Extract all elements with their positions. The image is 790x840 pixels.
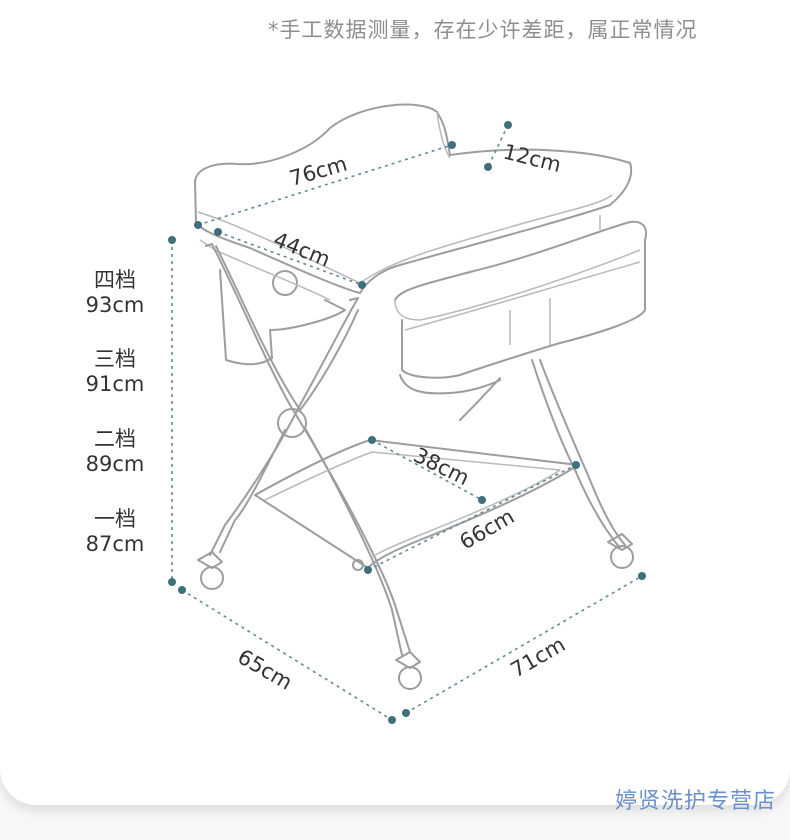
height-level-3-value: 91cm — [85, 372, 145, 396]
dimension-height — [168, 236, 176, 586]
dimension-rail-height: 12cm — [484, 121, 564, 177]
dim-label-top-length: 76cm — [287, 152, 350, 191]
dimension-top-width: 44cm — [214, 227, 366, 289]
dim-label-shelf-width: 38cm — [410, 443, 473, 490]
product-card — [0, 0, 790, 805]
height-level-1-value: 87cm — [85, 532, 145, 556]
height-level-3-name: 三档 — [94, 347, 136, 371]
height-level-2: 二档 89cm — [72, 427, 158, 477]
height-level-3: 三档 91cm — [72, 347, 158, 397]
dim-label-top-width: 44cm — [270, 227, 333, 271]
shop-watermark: 婷贤洗护专营店 — [614, 789, 776, 814]
dimension-top-length: 76cm — [194, 141, 456, 229]
height-level-4: 四档 93cm — [72, 268, 158, 318]
measurement-note: *手工数据测量，存在少许差距，属正常情况 — [268, 18, 698, 42]
height-level-4-value: 93cm — [85, 293, 145, 317]
dimension-base-depth: 65cm — [178, 586, 396, 724]
height-level-2-name: 二档 — [94, 427, 136, 451]
dimension-base-length: 71cm — [402, 572, 646, 717]
dim-label-base-depth: 65cm — [234, 645, 297, 695]
height-level-1: 一档 87cm — [72, 507, 158, 557]
dim-label-rail-height: 12cm — [501, 140, 564, 177]
dimension-shelf-width: 38cm — [368, 436, 486, 504]
dim-label-base-length: 71cm — [507, 632, 570, 682]
height-level-2-value: 89cm — [85, 452, 145, 476]
height-level-4-name: 四档 — [94, 268, 136, 292]
changing-table-drawing — [194, 103, 648, 690]
height-level-1-name: 一档 — [94, 507, 136, 531]
